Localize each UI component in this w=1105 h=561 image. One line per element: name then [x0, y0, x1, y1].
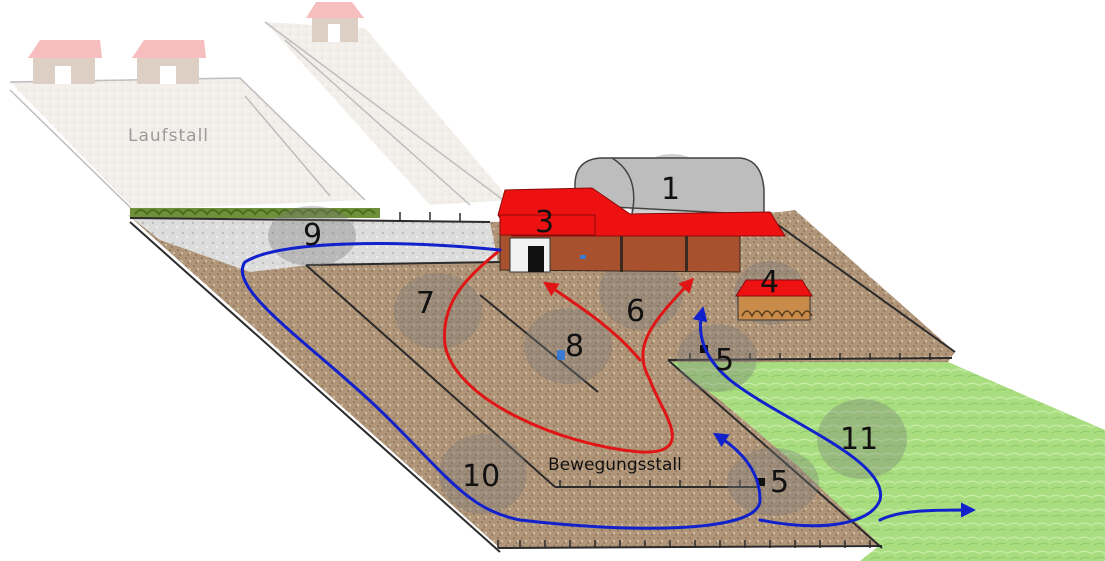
ghost-barn-3 — [306, 2, 364, 42]
fence-posts — [399, 212, 931, 548]
laufstall-ground — [10, 78, 365, 210]
water-trough — [557, 350, 565, 360]
marker-1: 1 — [661, 172, 680, 207]
zone-10 — [439, 434, 527, 514]
water-trough-small — [580, 255, 586, 259]
route-blue-pasture — [878, 502, 976, 522]
fence-bottom — [497, 545, 883, 549]
laufstall-label: Laufstall — [128, 126, 209, 146]
fence-inner-track — [305, 264, 556, 488]
zone-6 — [599, 254, 683, 330]
zone-8 — [524, 308, 612, 384]
fence-pasture — [667, 359, 883, 549]
route-blue — [241, 242, 762, 530]
marker-9: 9 — [303, 218, 322, 253]
marker-10: 10 — [462, 459, 500, 494]
marker-11: 11 — [840, 422, 878, 457]
fence-outer-left — [129, 221, 501, 553]
sand-roll-area — [128, 215, 498, 272]
zone-5-upper — [677, 324, 757, 392]
marker-7: 7 — [416, 286, 435, 321]
fence-inner-paddock — [479, 294, 599, 393]
stable-door — [528, 246, 544, 272]
hay-shelter — [574, 157, 765, 216]
gate-marker-lower — [757, 478, 765, 486]
marker-6: 6 — [626, 294, 645, 329]
routes — [241, 242, 976, 530]
ghost-barn-1 — [28, 40, 102, 84]
zone-9 — [268, 206, 356, 266]
hay-rack — [735, 279, 813, 321]
feeder-row — [130, 208, 380, 218]
bewegungsstall-label: Bewegungsstall — [548, 455, 682, 475]
marker-5-upper: 5 — [715, 343, 734, 378]
marker-3: 3 — [535, 205, 554, 240]
fence-right — [759, 211, 956, 353]
zone-7 — [394, 273, 482, 349]
marker-4: 4 — [760, 265, 779, 300]
route-red — [442, 248, 695, 454]
ghost-barn-2 — [132, 40, 206, 84]
route-red-branch — [543, 281, 642, 362]
zone-11 — [817, 399, 907, 479]
route-blue-north — [692, 306, 882, 528]
background-laufstall — [9, 2, 511, 213]
marker-5-lower: 5 — [770, 465, 789, 500]
stable-building — [497, 187, 786, 273]
marker-8: 8 — [565, 329, 584, 364]
